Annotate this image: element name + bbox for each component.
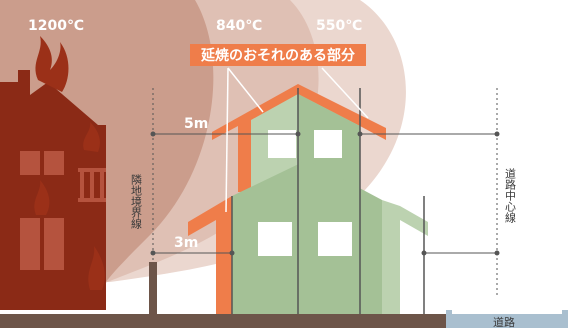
dot: [494, 131, 500, 137]
distance-lower-left: 3m: [174, 235, 198, 251]
callout-pointer: [321, 67, 369, 119]
front-house-window: [318, 222, 352, 256]
callout-pointer: [225, 67, 229, 213]
flame-top: [35, 36, 69, 92]
temperature-840: 840℃: [216, 18, 262, 34]
road-label: 道路: [493, 315, 515, 328]
front-house: [188, 160, 428, 316]
front-house-orange-left: [188, 196, 232, 316]
callout-text: 延焼のおそれのある部分: [200, 47, 355, 64]
dot: [357, 131, 363, 137]
flame-mid: [34, 180, 50, 215]
dot: [229, 250, 235, 256]
flame-right: [83, 122, 100, 152]
front-house-orange-right: [382, 200, 428, 316]
ground: [0, 314, 446, 328]
back-house-window: [314, 130, 342, 158]
dot: [494, 250, 500, 256]
distance-upper-right: 5m: [416, 116, 440, 132]
boundary-post: [149, 262, 157, 314]
callout-box: [190, 44, 366, 66]
distance-lower-right: 3m: [452, 235, 476, 251]
back-house-window: [268, 130, 296, 158]
burning-house-window: [44, 151, 64, 175]
burning-house: [0, 36, 106, 310]
boundary-label: 隣地境界線: [130, 173, 143, 229]
callout-pointer: [227, 67, 264, 113]
burning-house-balcony: [78, 168, 106, 202]
dot: [421, 250, 427, 256]
burning-house-window: [20, 218, 40, 270]
burning-house-window: [20, 151, 40, 175]
front-house-window: [258, 222, 292, 256]
front-house-body: [232, 160, 382, 316]
flame-bottom: [88, 246, 105, 290]
temperature-550: 550℃: [316, 18, 362, 34]
road: [446, 310, 568, 328]
dot: [295, 131, 301, 137]
dot: [150, 250, 156, 256]
road-center-label: 道路中心線: [504, 167, 517, 223]
temperature-1200: 1200℃: [28, 18, 84, 34]
burning-house-window: [44, 218, 64, 270]
distance-upper-left: 5m: [184, 116, 208, 132]
dot: [150, 131, 156, 137]
